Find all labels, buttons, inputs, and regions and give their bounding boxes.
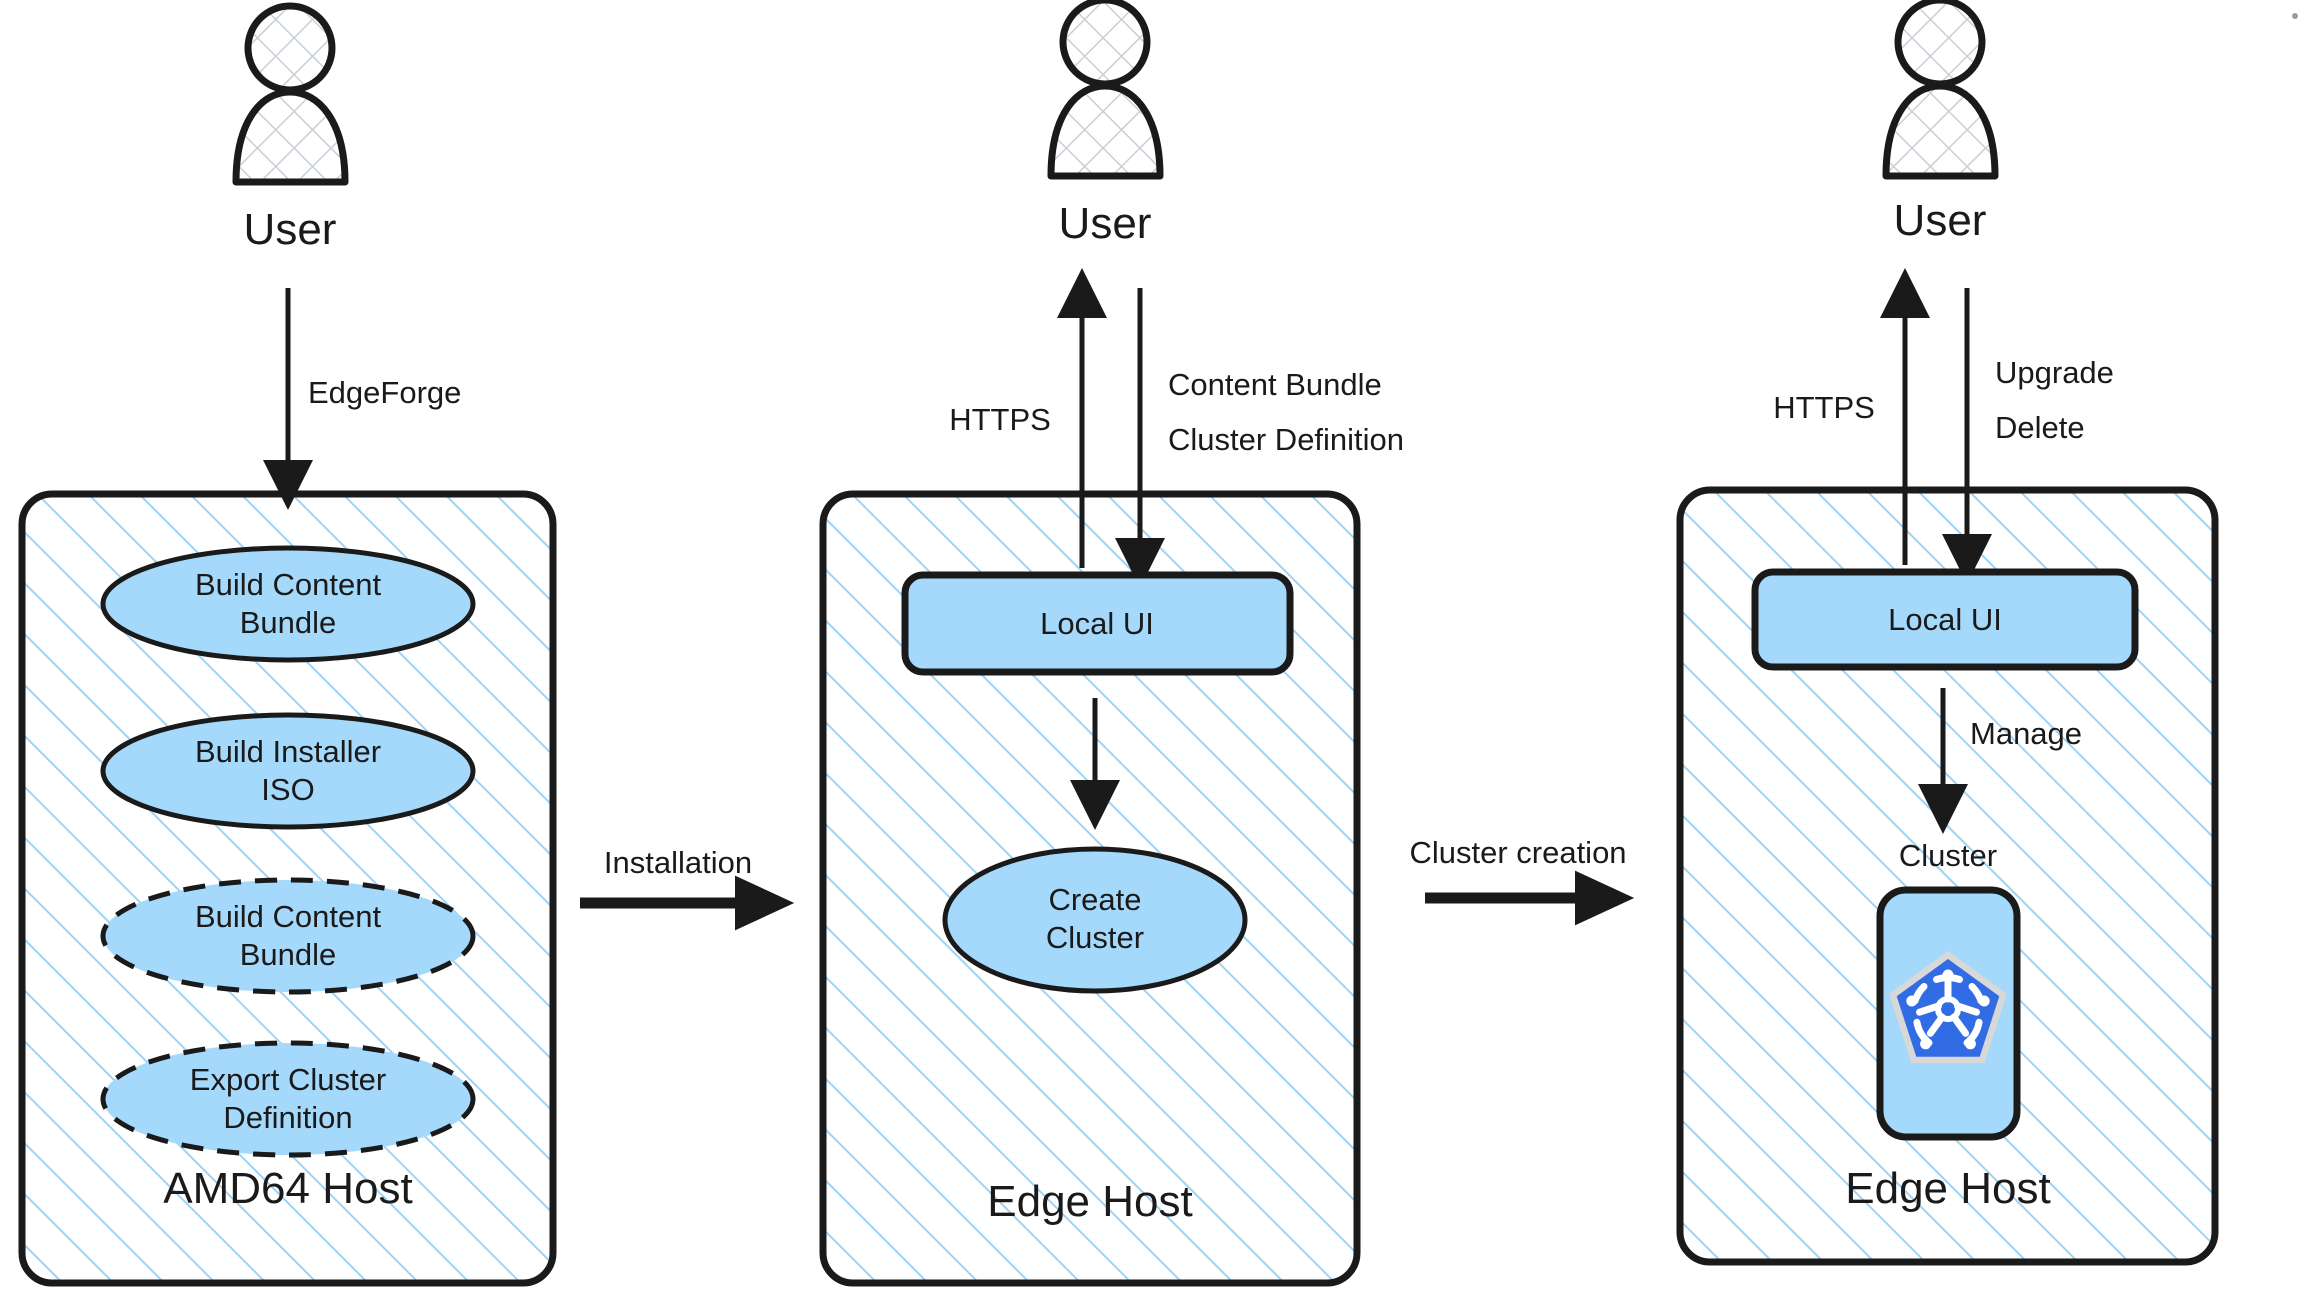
host-amd64-label: AMD64 Host [163, 1164, 412, 1213]
local-ui-label: Local UI [1888, 602, 2002, 637]
connector-cluster-creation: Cluster creation [1409, 835, 1635, 926]
upgrade-label: Upgrade [1995, 355, 2114, 390]
node-label-line-1: Build Content [195, 899, 382, 934]
delete-label: Delete [1995, 410, 2085, 445]
ellipse-shape-dashed [100, 877, 476, 995]
installation-label: Installation [604, 845, 752, 880]
edge-content-bundle-cluster-definition: Content Bundle Cluster Definition [1115, 288, 1404, 589]
edge-https-middle: HTTPS [949, 267, 1107, 568]
https-label-right: HTTPS [1773, 390, 1875, 425]
kubernetes-logo-icon [1889, 951, 2007, 1064]
node-label-line-2: Definition [223, 1100, 352, 1135]
node-label-line-2: Cluster [1046, 920, 1144, 955]
node-label-line-2: Bundle [240, 937, 337, 972]
node-export-cluster-definition[interactable]: Export Cluster Definition [100, 1040, 476, 1158]
host-container-edge-manage[interactable]: Edge Host [1676, 486, 2219, 1266]
actor-label-edge-install: User [1059, 199, 1152, 248]
cluster-creation-label: Cluster creation [1409, 835, 1626, 870]
node-create-cluster[interactable]: Create Cluster [942, 846, 1248, 994]
host-edge-manage-box [1676, 486, 2219, 1266]
cluster-definition-label: Cluster Definition [1168, 422, 1404, 457]
actor-user-amd64[interactable]: User [232, 2, 349, 254]
corner-dot-mark [2292, 13, 2298, 19]
ellipse-shape [100, 712, 476, 830]
ellipse-shape [942, 846, 1248, 994]
https-label-middle: HTTPS [949, 402, 1051, 437]
cluster-caption: Cluster [1899, 838, 1997, 873]
connector-installation: Installation [580, 845, 795, 931]
node-label-line-1: Export Cluster [190, 1062, 386, 1097]
edge-https-right: HTTPS [1773, 267, 1930, 565]
local-ui-box [1751, 568, 2139, 671]
local-ui-label: Local UI [1040, 606, 1154, 641]
node-build-content-bundle-2[interactable]: Build Content Bundle [100, 877, 476, 995]
edge-manage: Manage [1918, 688, 2082, 835]
edge-edgeforge: EdgeForge [263, 288, 461, 511]
node-build-content-bundle-1[interactable]: Build Content Bundle [100, 545, 476, 663]
node-cluster-k8s[interactable] [1876, 886, 2021, 1141]
host-edge-manage-label: Edge Host [1845, 1164, 2050, 1213]
node-local-ui-middle[interactable]: Local UI [901, 571, 1294, 676]
node-local-ui-right[interactable]: Local UI [1751, 568, 2139, 671]
node-build-installer-iso[interactable]: Build Installer ISO [100, 712, 476, 830]
content-bundle-label: Content Bundle [1168, 367, 1382, 402]
local-ui-box [901, 571, 1294, 676]
node-label-line-1: Create [1048, 882, 1141, 917]
manage-label: Manage [1970, 716, 2082, 751]
edge-upgrade-delete: Upgrade Delete [1942, 288, 2114, 585]
edgeforge-label: EdgeForge [308, 375, 461, 410]
node-label-line-2: ISO [261, 772, 314, 807]
ellipse-shape-dashed [100, 1040, 476, 1158]
host-edge-install-label: Edge Host [987, 1177, 1192, 1226]
ellipse-shape [100, 545, 476, 663]
user-actor-icon [232, 2, 349, 186]
user-actor-icon [1882, 0, 1999, 180]
actor-label-edge-manage: User [1894, 196, 1987, 245]
actor-user-edge-install[interactable]: User [1047, 0, 1164, 248]
actor-user-edge-manage[interactable]: User [1882, 0, 1999, 245]
actor-label-amd64: User [244, 205, 337, 254]
node-label-line-2: Bundle [240, 605, 337, 640]
user-actor-icon [1047, 0, 1164, 180]
node-label-line-1: Build Content [195, 567, 382, 602]
node-label-line-1: Build Installer [195, 734, 381, 769]
